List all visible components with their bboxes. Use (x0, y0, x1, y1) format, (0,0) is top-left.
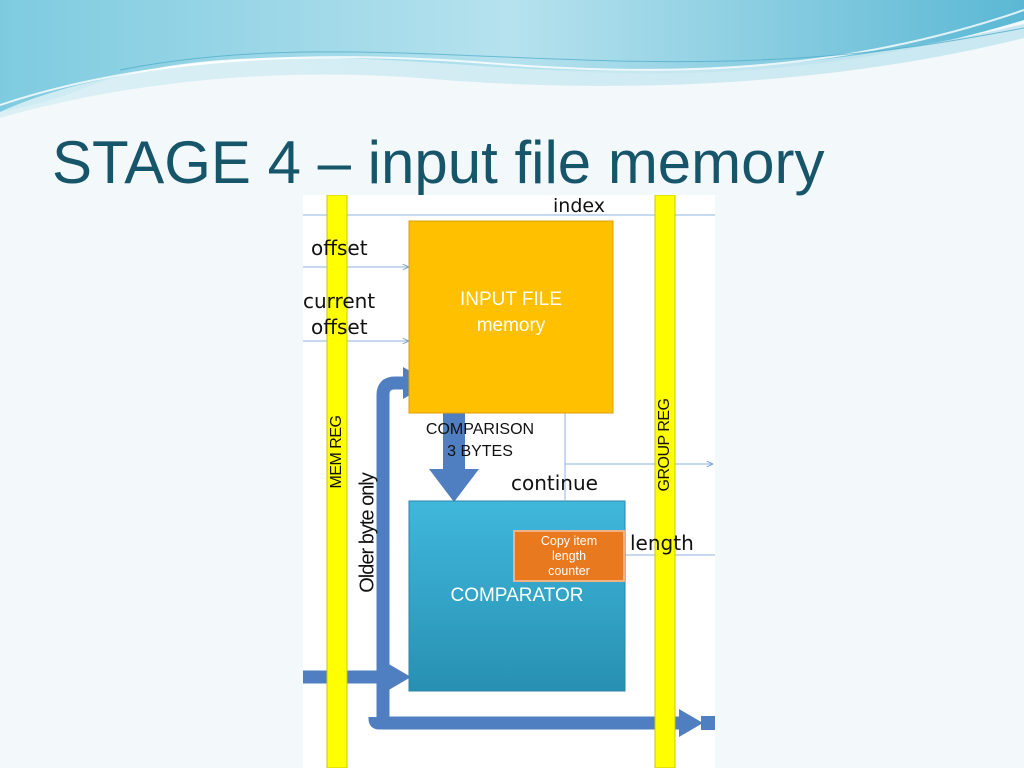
group-reg-bar (654, 195, 676, 768)
slide-background-waves (0, 0, 1024, 118)
older-byte-loop-arrow (376, 376, 411, 717)
comparison-label: COMPARISON 3 BYTES (395, 419, 565, 463)
mem-reg-label: MEM REG (328, 415, 345, 489)
comparator-label: COMPARATOR (450, 585, 584, 606)
length-label: length (630, 531, 694, 555)
input-file-memory-text: INPUT FILE memory (409, 287, 613, 339)
output-arrowhead (679, 709, 703, 737)
copy-counter-box (513, 530, 625, 582)
input-file-memory-box (408, 220, 614, 414)
comparison-line: COMPARISON (425, 421, 535, 438)
mem-reg-bar (326, 195, 348, 768)
memory-line: memory (476, 315, 546, 336)
continue-label: continue (511, 471, 598, 495)
comparison-arrow-shaft (443, 413, 465, 471)
slide-title: STAGE 4 – input file memory (52, 129, 825, 196)
current-label: current (303, 289, 376, 313)
counter-line-3: counter (548, 563, 590, 578)
left-input-arrowhead (387, 663, 411, 691)
counter-line-2: length (551, 548, 587, 563)
current-offset-label: offset (311, 315, 368, 339)
comparator-output-arrow (368, 716, 685, 730)
comparison-arrowhead (429, 469, 479, 502)
bytes-line: 3 BYTES (447, 443, 513, 460)
input-file-line: INPUT FILE (459, 289, 563, 310)
output-arrow-tail (701, 716, 715, 730)
copy-counter-text: Copy item length counter (514, 532, 624, 580)
diagram-connectors (303, 195, 715, 768)
stage-diagram: index offset current offset continue len… (303, 195, 715, 768)
older-byte-only-label: Older byte only (356, 473, 379, 593)
index-label: index (553, 195, 605, 217)
counter-line-1: Copy item (540, 533, 598, 548)
group-reg-label: GROUP REG (656, 398, 673, 492)
offset-label: offset (311, 236, 368, 260)
